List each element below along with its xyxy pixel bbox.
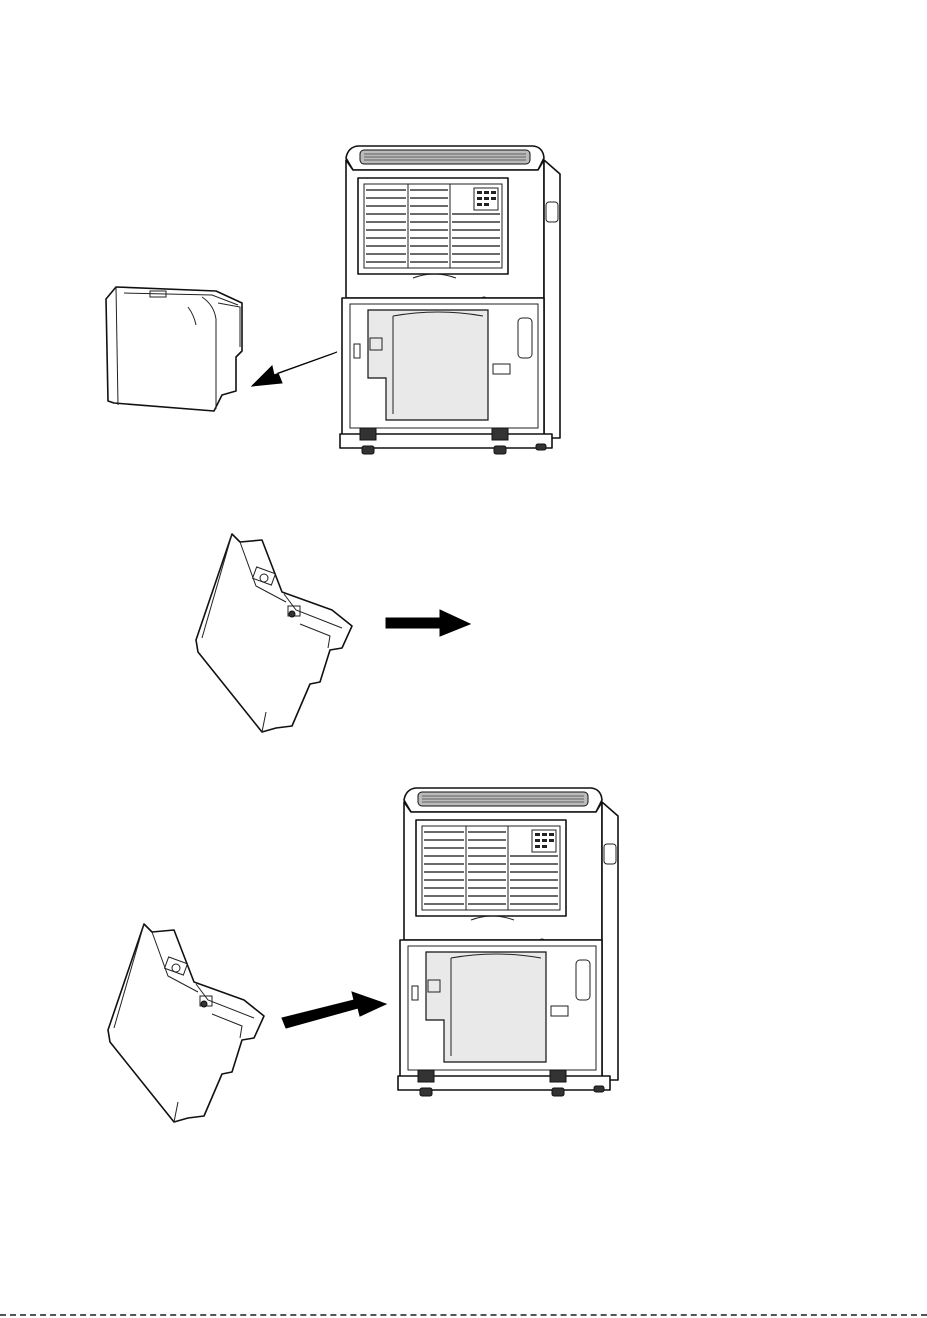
arrow-right-icon [282, 992, 386, 1028]
step-2-diagram [0, 530, 927, 740]
dehumidifier-unit [340, 146, 560, 454]
step-2-empty-tank [0, 530, 927, 740]
step-3-diagram [0, 770, 927, 1140]
step-1-remove-tank [0, 130, 927, 460]
step-3-reinsert-tank [0, 770, 927, 1140]
page-edge-rule [0, 1314, 927, 1316]
water-tank-tilted [108, 924, 264, 1122]
water-tank-tilted [196, 534, 352, 732]
arrow-right-icon [386, 610, 470, 636]
step-1-diagram [0, 130, 927, 460]
arrow-left-icon [252, 352, 337, 386]
water-tank [106, 287, 242, 411]
dehumidifier-unit [398, 788, 618, 1096]
